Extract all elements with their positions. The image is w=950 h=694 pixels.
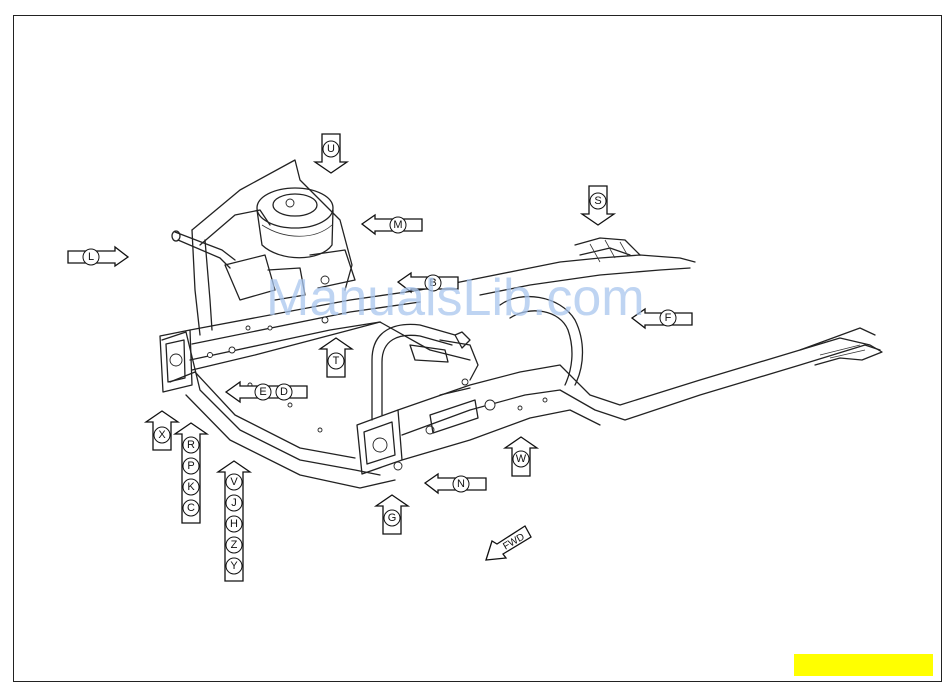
callout-v-j-h-z-y: V J H Z Y: [218, 461, 250, 581]
callout-g: G: [376, 495, 408, 534]
label-k: K: [187, 481, 195, 493]
callout-t: T: [320, 338, 352, 377]
callout-w: W: [505, 437, 537, 476]
fwd-direction-arrow: FWD: [486, 526, 531, 560]
label-h: H: [230, 518, 238, 530]
label-e: E: [259, 386, 266, 398]
label-d: D: [280, 386, 288, 398]
label-c: C: [187, 502, 195, 514]
label-x: X: [158, 429, 166, 441]
callout-x: X: [146, 411, 178, 450]
label-n: N: [457, 478, 465, 490]
label-j: J: [231, 497, 237, 509]
watermark-text: ManualsLib.com: [266, 268, 645, 328]
callout-m: M: [362, 215, 422, 234]
label-u: U: [327, 143, 335, 155]
label-g: G: [388, 512, 397, 524]
callout-s: S: [582, 186, 614, 225]
fwd-label: FWD: [501, 532, 526, 553]
label-t: T: [333, 355, 340, 367]
label-s: S: [594, 195, 601, 207]
label-p: P: [187, 460, 194, 472]
label-m: M: [393, 219, 402, 231]
label-z: Z: [231, 539, 238, 551]
label-y: Y: [230, 560, 238, 572]
callout-r-p-k-c: R P K C: [175, 423, 207, 523]
label-f: F: [665, 312, 672, 324]
callout-e-d: E D: [226, 382, 307, 402]
highlight-tab: [794, 654, 933, 676]
label-w: W: [516, 453, 527, 465]
callout-l: L: [68, 247, 128, 266]
label-v: V: [230, 476, 238, 488]
label-l: L: [88, 251, 94, 263]
callout-n: N: [425, 474, 486, 493]
label-r: R: [187, 439, 195, 451]
callout-u: U: [315, 134, 347, 173]
